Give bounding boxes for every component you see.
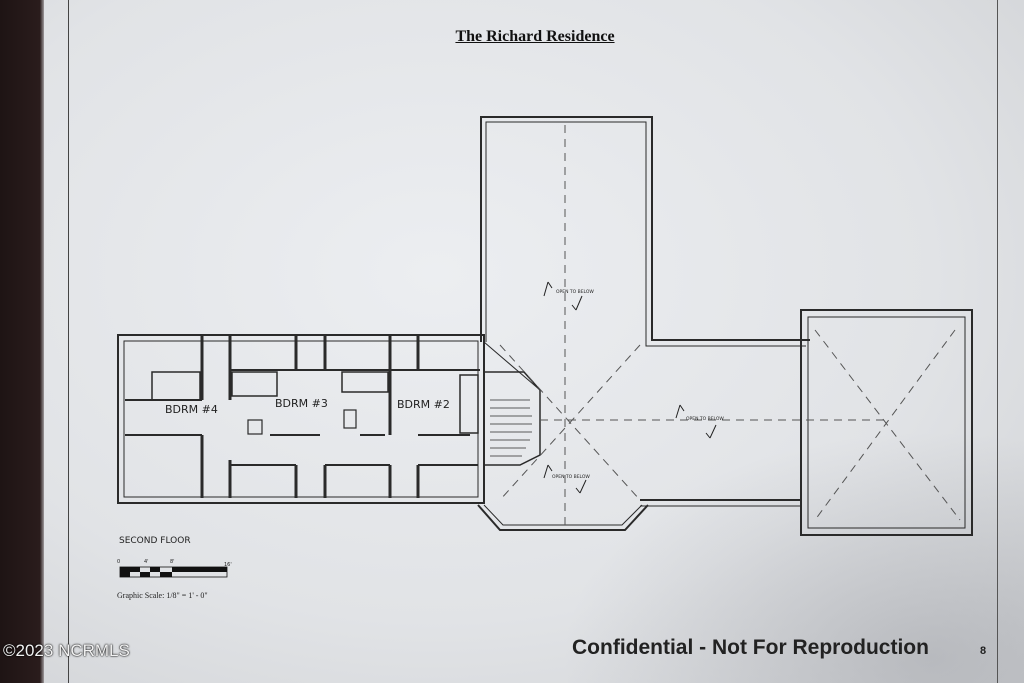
graphic-scale-bar: [119, 566, 228, 578]
stair-treads: [490, 399, 532, 457]
closet-3: [231, 371, 278, 397]
closet-2: [459, 374, 479, 434]
toilet-2: [343, 409, 357, 429]
drawing-title: The Richard Residence: [455, 28, 615, 45]
room-label-bdrm3: BDRM #3: [275, 397, 328, 410]
scale-tick-8: 8': [170, 559, 175, 565]
scale-tick-16: 16': [224, 562, 232, 568]
north-wing-wall: [480, 116, 810, 342]
bay-window-inner: [483, 504, 643, 526]
north-wing-inner: [485, 121, 806, 347]
open-to-below-note-1: OPEN TO BELOW: [556, 289, 594, 295]
scale-caption: Graphic Scale: 1/8" = 1' - 0": [117, 591, 208, 600]
mls-watermark: ©2023 NCRMLS: [3, 641, 130, 660]
open-to-below-note-3: OPEN TO BELOW: [552, 474, 590, 480]
dashed-lines: [499, 125, 961, 525]
toilet-1: [247, 419, 263, 435]
open-to-below-note-2: OPEN TO BELOW: [686, 416, 724, 422]
paper-shadow: [560, 430, 1024, 683]
closet-4: [151, 371, 201, 401]
east-wing-outline: [800, 309, 973, 536]
staircase: [484, 371, 541, 466]
room-label-bdrm4: BDRM #4: [165, 403, 218, 416]
page-number: 8: [980, 645, 987, 657]
bedroom-wing-outline: [117, 334, 485, 504]
confidential-notice: Confidential - Not For Reproduction: [572, 636, 929, 659]
room-label-bdrm2: BDRM #2: [397, 398, 450, 411]
bath-tub: [341, 371, 389, 393]
east-wing-inner: [807, 316, 966, 529]
floor-label: SECOND FLOOR: [119, 536, 191, 546]
bay-window: [477, 504, 649, 531]
sheet-border: [68, 0, 998, 683]
scale-tick-0: 0: [117, 559, 120, 565]
bedroom-wing-inner: [123, 340, 479, 498]
scale-tick-4: 4': [144, 559, 149, 565]
hall-diagonal: [483, 341, 541, 391]
open-arrows: [543, 281, 717, 494]
